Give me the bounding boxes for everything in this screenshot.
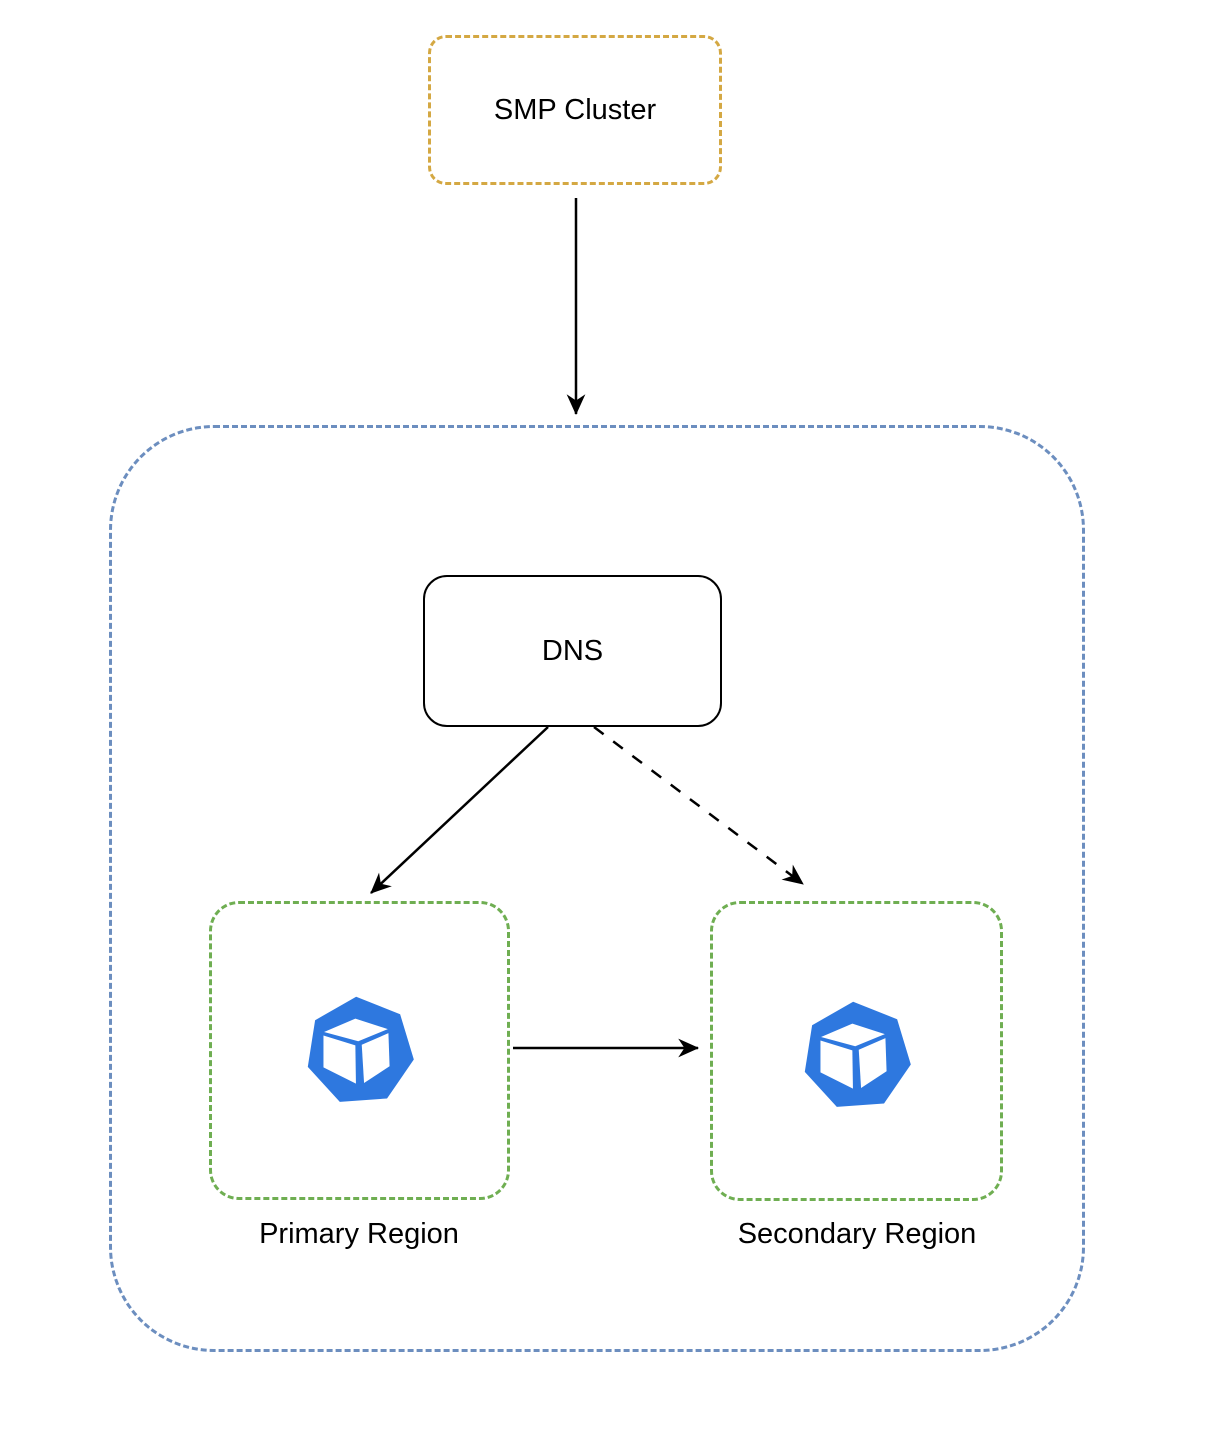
smp-cluster-node: SMP Cluster: [428, 35, 722, 185]
smp-cluster-label: SMP Cluster: [493, 93, 657, 126]
secondary-region-node: [710, 901, 1003, 1201]
dns-label: DNS: [541, 634, 604, 667]
secondary-region-label: Secondary Region: [737, 1218, 977, 1250]
cube-heptagon-icon: [804, 1001, 911, 1107]
primary-region-label: Primary Region: [259, 1218, 459, 1250]
dns-node: DNS: [423, 575, 722, 727]
dns-routing-container: [109, 425, 1085, 1352]
cube-heptagon-icon: [307, 996, 414, 1102]
primary-region-node: [209, 901, 510, 1200]
